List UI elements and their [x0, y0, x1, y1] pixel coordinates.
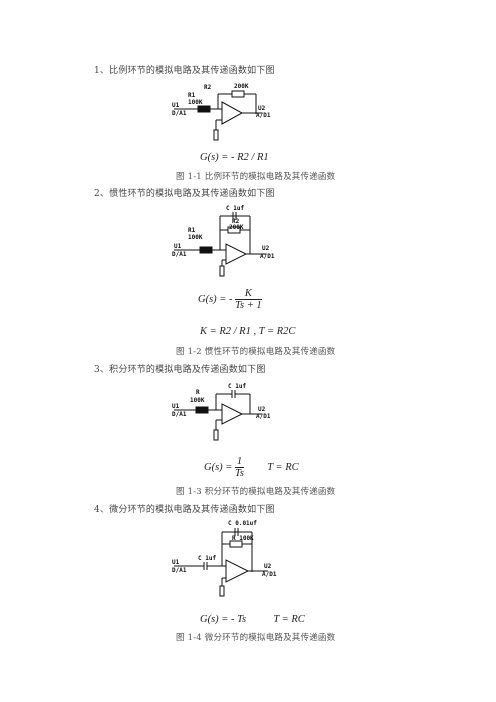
- formula-3-numerator: 1: [235, 456, 244, 468]
- u2-label-3: U2: [258, 406, 266, 413]
- u2-label-4: U2: [264, 563, 272, 570]
- u2-port-3: A/D1: [256, 413, 271, 420]
- formula-3-lhs: G(s) =: [204, 461, 233, 473]
- differential-circuit-diagram: C 0.01uf R 100K C 1uf U1 D/A1 U2 A/D1: [172, 520, 277, 597]
- r2-label-2: R2: [232, 218, 240, 225]
- u1-port: D/A1: [172, 110, 187, 117]
- formula-3: G(s) = 1 Ts T = RC: [204, 456, 299, 479]
- c-label: C 1uf: [226, 205, 244, 212]
- formula-4-lhs: G(s) = - Ts: [200, 614, 247, 625]
- formula-2-fraction: K Ts + 1: [235, 288, 262, 311]
- c-label-3: C 1uf: [228, 383, 246, 390]
- u2-port-4: A/D1: [262, 571, 277, 578]
- caption-3: 图 1-3 积分环节的模拟电路及其传递函数: [176, 487, 336, 497]
- formula-4-rhs: T = RC: [273, 614, 305, 625]
- u1-label: U1: [172, 102, 180, 109]
- formula-2: G(s) = - K Ts + 1: [198, 288, 262, 311]
- u1-label-4: U1: [172, 559, 180, 566]
- r1-value: 100K: [188, 99, 203, 106]
- section-4-heading: 4、微分环节的模拟电路及其传递函数如下图: [94, 505, 275, 515]
- formula-3-rhs: T = RC: [267, 461, 299, 473]
- u2-label-2: U2: [262, 245, 270, 252]
- u2-port: A/D1: [256, 112, 271, 119]
- u2-port-2: A/D1: [260, 253, 275, 260]
- u1-port-2: D/A1: [172, 251, 187, 258]
- u1-port-4: D/A1: [172, 567, 187, 574]
- integral-circuit-diagram: C 1uf R 100K U1 D/A1 U2 A/D1: [172, 383, 271, 441]
- section-2-heading: 2、惯性环节的模拟电路及其传递函数如下图: [94, 189, 275, 199]
- proportional-circuit-diagram: R2 200K R1 100K U1 D/A1 U2 A/D1: [172, 83, 271, 141]
- formula-2-denominator: Ts + 1: [235, 300, 262, 311]
- section-3-heading: 3、积分环节的模拟电路及传递函数如下图: [94, 365, 266, 375]
- c-small-label: C 0.01uf: [228, 520, 257, 527]
- r1-label-2: R1: [188, 227, 196, 234]
- caption-2: 图 1-2 惯性环节的模拟电路及其传递函数: [176, 347, 336, 357]
- caption-1: 图 1-1 比例环节的模拟电路及其传递函数: [176, 172, 336, 182]
- formula-1: G(s) = - R2 / R1: [200, 152, 269, 163]
- r-label-4: R 100K: [232, 535, 254, 542]
- inertia-circuit-diagram: C 1uf R2 200K R1 100K U1 D/A1 U2 A/D1: [172, 205, 275, 277]
- c-in-label: C 1uf: [198, 555, 216, 562]
- r2-value: 200K: [234, 83, 249, 90]
- caption-4: 图 1-4 微分环节的模拟电路及其传递函数: [176, 633, 336, 643]
- r-value-3: 100K: [190, 397, 205, 404]
- r1-label: R1: [188, 92, 196, 99]
- u2-label: U2: [258, 105, 266, 112]
- formula-2-numerator: K: [235, 288, 262, 300]
- r2-value-2: 200K: [229, 224, 244, 231]
- r1-value-2: 100K: [188, 234, 203, 241]
- r-label-3: R: [196, 389, 200, 396]
- u1-label-2: U1: [174, 243, 182, 250]
- u1-label-3: U1: [172, 403, 180, 410]
- formula-2-lhs: G(s) = -: [198, 293, 233, 305]
- r2-label: R2: [204, 84, 212, 91]
- formula-2b: K = R2 / R1 , T = R2C: [200, 326, 296, 337]
- formula-3-fraction: 1 Ts: [235, 456, 244, 479]
- formula-3-denominator: Ts: [235, 468, 244, 479]
- section-1-heading: 1、比例环节的模拟电路及其传递函数如下图: [94, 66, 275, 76]
- formula-4: G(s) = - Ts T = RC: [200, 614, 305, 625]
- u1-port-3: D/A1: [172, 411, 187, 418]
